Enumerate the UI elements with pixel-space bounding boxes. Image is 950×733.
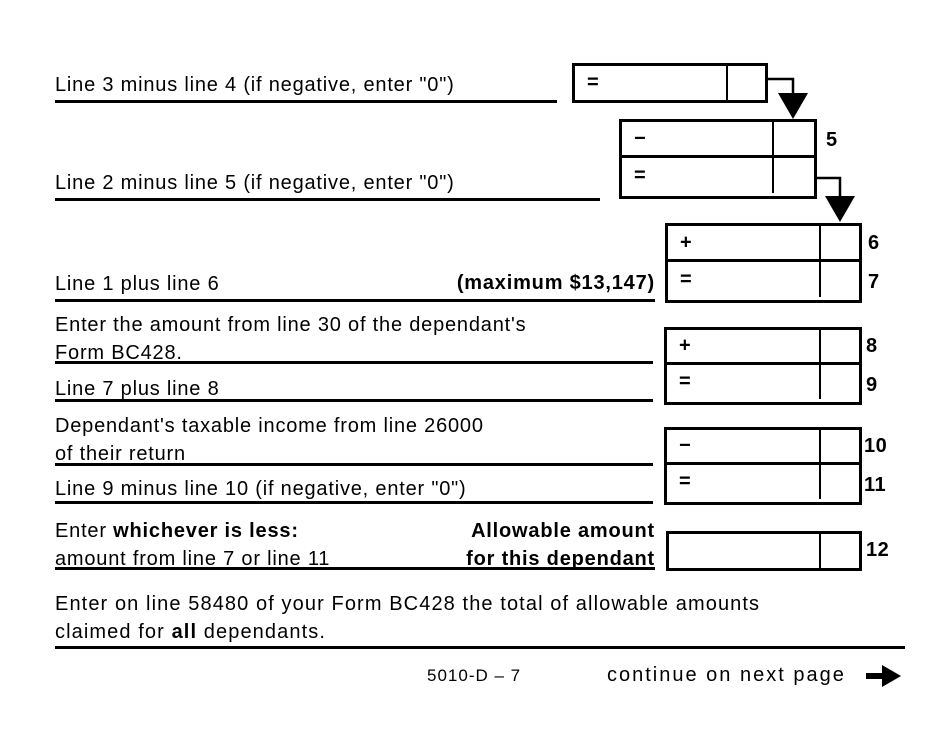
underline-line9-minus-line10 (55, 501, 653, 504)
amount-box-line5: − = (619, 119, 817, 199)
label-line1-plus-line6: Line 1 plus line 6 (55, 273, 220, 295)
label-line9-minus-line10: Line 9 minus line 10 (if negative, enter… (55, 478, 467, 500)
line-number-9: 9 (866, 374, 878, 396)
line-number-12: 12 (866, 539, 890, 561)
amount-field-line3-minus-line4[interactable]: = (575, 66, 765, 100)
equals-operator: = (680, 268, 692, 290)
continue-arrow-icon (866, 665, 901, 687)
underline-line30-dependant (55, 361, 653, 364)
cents-divider (819, 430, 821, 462)
amount-box-line12 (666, 531, 862, 571)
amount-field-line11[interactable]: = (667, 465, 859, 499)
equals-operator: = (587, 71, 599, 94)
footer-divider (55, 646, 905, 649)
amount-field-line6[interactable]: + (668, 226, 859, 262)
cents-divider (819, 262, 821, 297)
cents-divider (819, 465, 821, 499)
underline-line7-plus-line8 (55, 399, 653, 402)
amount-field-line5[interactable]: − (622, 122, 814, 158)
label-total-note: Enter on line 58480 of your Form BC428 t… (55, 593, 761, 643)
minus-operator: − (634, 127, 646, 149)
flow-arrow-down-1 (768, 77, 808, 119)
line-number-8: 8 (866, 335, 878, 357)
plus-operator: + (679, 334, 691, 357)
amount-field-line8[interactable]: + (667, 330, 859, 365)
equals-operator: = (679, 370, 691, 393)
line-number-10: 10 (864, 435, 888, 457)
underline-whichever-is-less (55, 567, 655, 570)
line-number-5: 5 (826, 129, 838, 151)
plus-operator: + (680, 231, 692, 253)
cents-divider (819, 226, 821, 259)
underline-line3-minus-line4 (55, 100, 557, 103)
line-number-11: 11 (864, 474, 887, 496)
line-number-6: 6 (868, 232, 880, 254)
page-number: 5010-D – 7 (427, 666, 522, 685)
label-line30-dependant: Enter the amount from line 30 of the dep… (55, 314, 527, 364)
equals-operator: = (679, 470, 691, 493)
cents-divider (819, 330, 821, 362)
amount-box-line8-line9: + = (664, 327, 862, 405)
label-line2-minus-line5: Line 2 minus line 5 (if negative, enter … (55, 172, 455, 194)
continue-next-page-label: continue on next page (607, 664, 846, 686)
amount-field-line2-minus-line5[interactable]: = (622, 158, 814, 193)
line-number-7: 7 (868, 271, 880, 293)
label-line7-plus-line8: Line 7 plus line 8 (55, 378, 220, 400)
label-maximum-amount: (maximum $13,147) (456, 272, 655, 294)
cents-divider (772, 122, 774, 155)
minus-operator: − (679, 434, 691, 457)
cents-divider (726, 66, 728, 100)
underline-line1-plus-line6 (55, 299, 655, 302)
label-taxable-income: Dependant's taxable income from line 260… (55, 415, 484, 465)
label-line3-minus-line4: Line 3 minus line 4 (if negative, enter … (55, 74, 455, 96)
cents-divider (772, 158, 774, 193)
amount-field-line12[interactable] (669, 534, 859, 568)
amount-field-line7[interactable]: = (668, 262, 859, 297)
underline-taxable-income (55, 463, 653, 466)
amount-box-line3-minus-line4: = (572, 63, 768, 103)
amount-field-line10[interactable]: − (667, 430, 859, 465)
cents-divider (819, 365, 821, 399)
cents-divider (819, 534, 821, 568)
flow-arrow-down-2 (817, 176, 855, 222)
amount-field-line9[interactable]: = (667, 365, 859, 399)
label-allowable-amount: Allowable amount for this dependant (466, 520, 655, 570)
amount-box-line10-line11: − = (664, 427, 862, 505)
amount-box-line6-line7: + = (665, 223, 862, 303)
underline-line2-minus-line5 (55, 198, 600, 201)
equals-operator: = (634, 164, 646, 186)
label-whichever-is-less: Enter whichever is less: amount from lin… (55, 520, 331, 570)
